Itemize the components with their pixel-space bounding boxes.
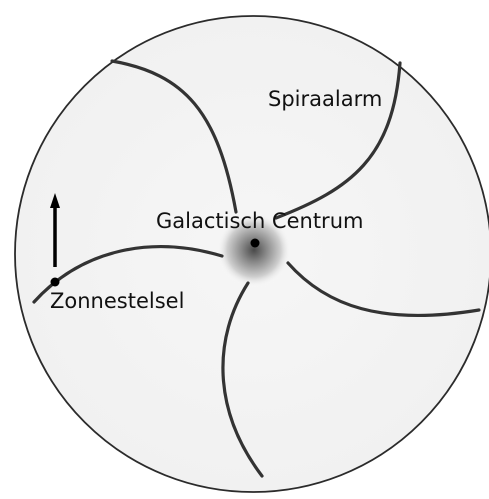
spiral-arm-label: Spiraalarm bbox=[268, 87, 382, 111]
solar-system-label: Zonnestelsel bbox=[50, 289, 184, 313]
solar-system-dot bbox=[51, 278, 60, 287]
galactic-center-label: Galactisch Centrum bbox=[156, 209, 363, 233]
galactic-center-dot bbox=[251, 239, 260, 248]
